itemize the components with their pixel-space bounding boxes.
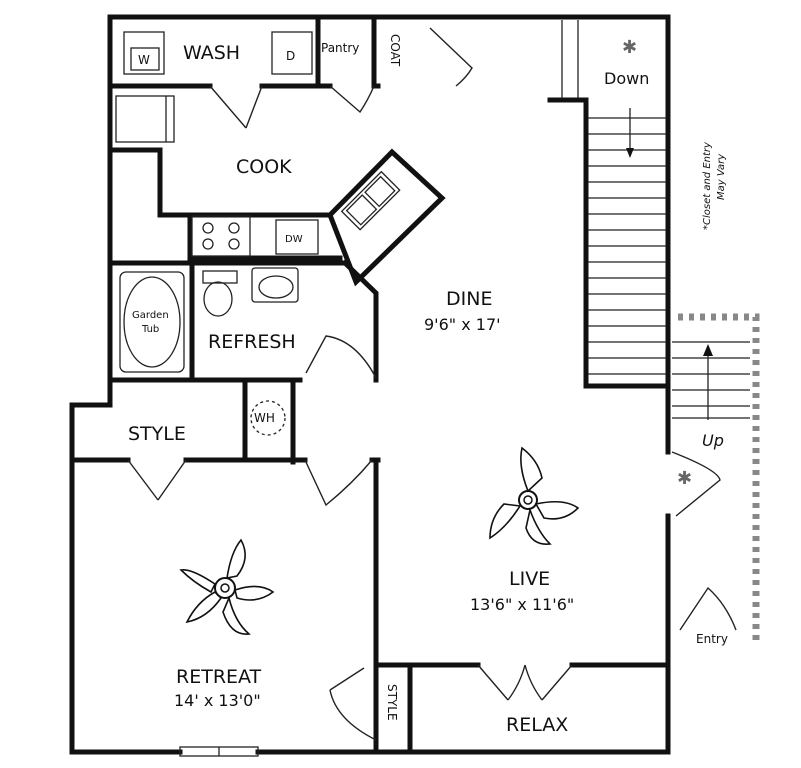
down-label: Down xyxy=(604,69,649,88)
retreat-size: 14' x 13'0" xyxy=(174,691,261,710)
room-label-pantry: Pantry xyxy=(321,41,359,55)
up-label: Up xyxy=(702,431,724,450)
room-label-style-upper: STYLE xyxy=(128,423,186,445)
ceiling-fan-icon xyxy=(179,538,275,635)
entry-label: Entry xyxy=(696,632,728,646)
doors xyxy=(127,27,737,757)
room-label-wash: WASH xyxy=(183,42,240,64)
room-label-dine: DINE xyxy=(446,288,492,310)
room-label-retreat: RETREAT xyxy=(176,666,262,688)
closet-note-1: *Closet and Entry xyxy=(702,141,713,230)
washer-label: W xyxy=(138,53,150,67)
dishwasher-label: DW xyxy=(285,234,303,245)
room-label-cook: COOK xyxy=(236,156,292,178)
stairs xyxy=(561,20,750,420)
star-icon: ✱ xyxy=(677,468,692,489)
live-size: 13'6" x 11'6" xyxy=(470,595,574,614)
garden-tub-label-2: Tub xyxy=(141,324,159,335)
star-icon: ✱ xyxy=(622,37,637,58)
room-label-coat: COAT xyxy=(388,34,402,67)
closet-note-2: May Vary xyxy=(716,153,727,200)
fixtures xyxy=(115,31,401,436)
garden-tub-label-1: Garden xyxy=(132,310,169,321)
room-label-relax: RELAX xyxy=(506,714,568,736)
walls xyxy=(69,14,671,755)
room-label-style-lower: STYLE xyxy=(385,684,399,721)
dryer-label: D xyxy=(286,49,295,63)
water-heater-label: WH xyxy=(254,411,275,425)
room-label-live: LIVE xyxy=(509,568,550,590)
dine-size: 9'6" x 17' xyxy=(424,315,501,334)
room-label-refresh: REFRESH xyxy=(208,331,296,353)
ceiling-fan-icon xyxy=(489,446,580,545)
exterior-boundary xyxy=(678,313,760,640)
